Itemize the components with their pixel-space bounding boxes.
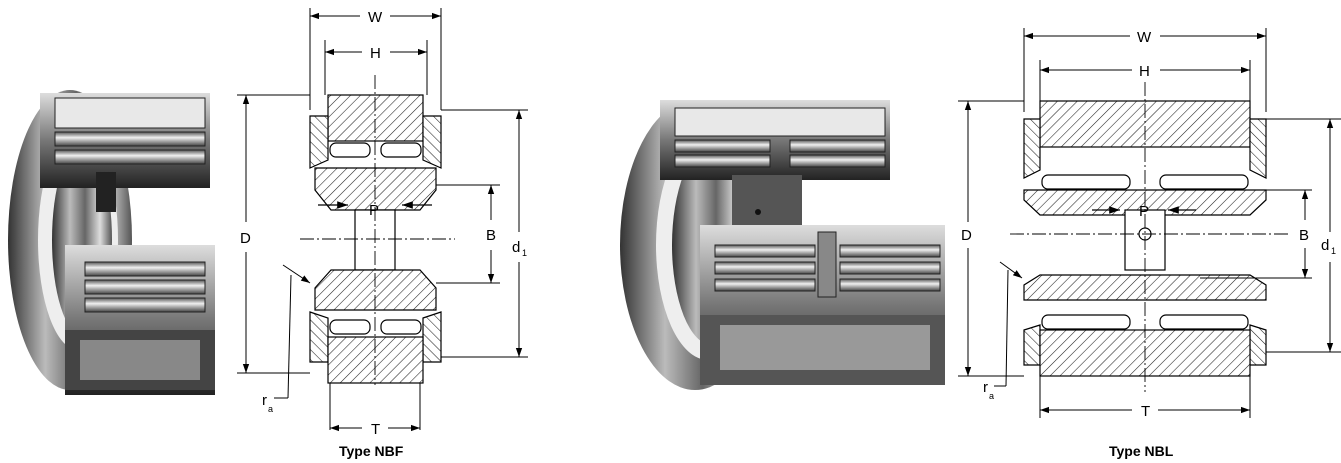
nbf-label-d: D bbox=[240, 230, 251, 247]
nbf-caption: Type NBF bbox=[339, 443, 404, 459]
nbl-label-d1-sub: 1 bbox=[1331, 246, 1336, 256]
nbf-section-drawing bbox=[300, 75, 455, 385]
nbl-label-d1: d bbox=[1321, 237, 1329, 254]
nbf-label-d1-sub: 1 bbox=[522, 248, 527, 258]
nbl-dimension-lines bbox=[958, 28, 1341, 418]
nbf-label-d1: d bbox=[512, 239, 520, 256]
nbl-label-p: P bbox=[1139, 203, 1149, 220]
nbl-bearing-photo bbox=[620, 100, 945, 390]
nbl-label-w: W bbox=[1137, 29, 1152, 46]
nbf-label-b: B bbox=[486, 227, 496, 244]
nbf-label-h: H bbox=[370, 45, 381, 62]
nbl-label-h: H bbox=[1139, 63, 1150, 80]
nbl-label-t: T bbox=[1141, 403, 1150, 420]
nbf-label-t: T bbox=[371, 421, 380, 438]
nbf-bearing-photo bbox=[8, 90, 215, 395]
nbl-caption: Type NBL bbox=[1109, 443, 1174, 459]
nbf-label-r-sub: a bbox=[268, 404, 273, 414]
nbl-label-r: r bbox=[983, 379, 988, 396]
nbl-label-r-sub: a bbox=[989, 391, 994, 401]
nbf-label-w: W bbox=[368, 9, 383, 26]
nbf-label-p: P bbox=[369, 202, 379, 219]
nbl-label-b: B bbox=[1299, 227, 1309, 244]
nbl-section-drawing bbox=[1010, 82, 1290, 392]
nbl-label-d: D bbox=[961, 227, 972, 244]
nbf-dimension-lines bbox=[237, 8, 528, 432]
nbf-label-r: r bbox=[262, 392, 267, 409]
